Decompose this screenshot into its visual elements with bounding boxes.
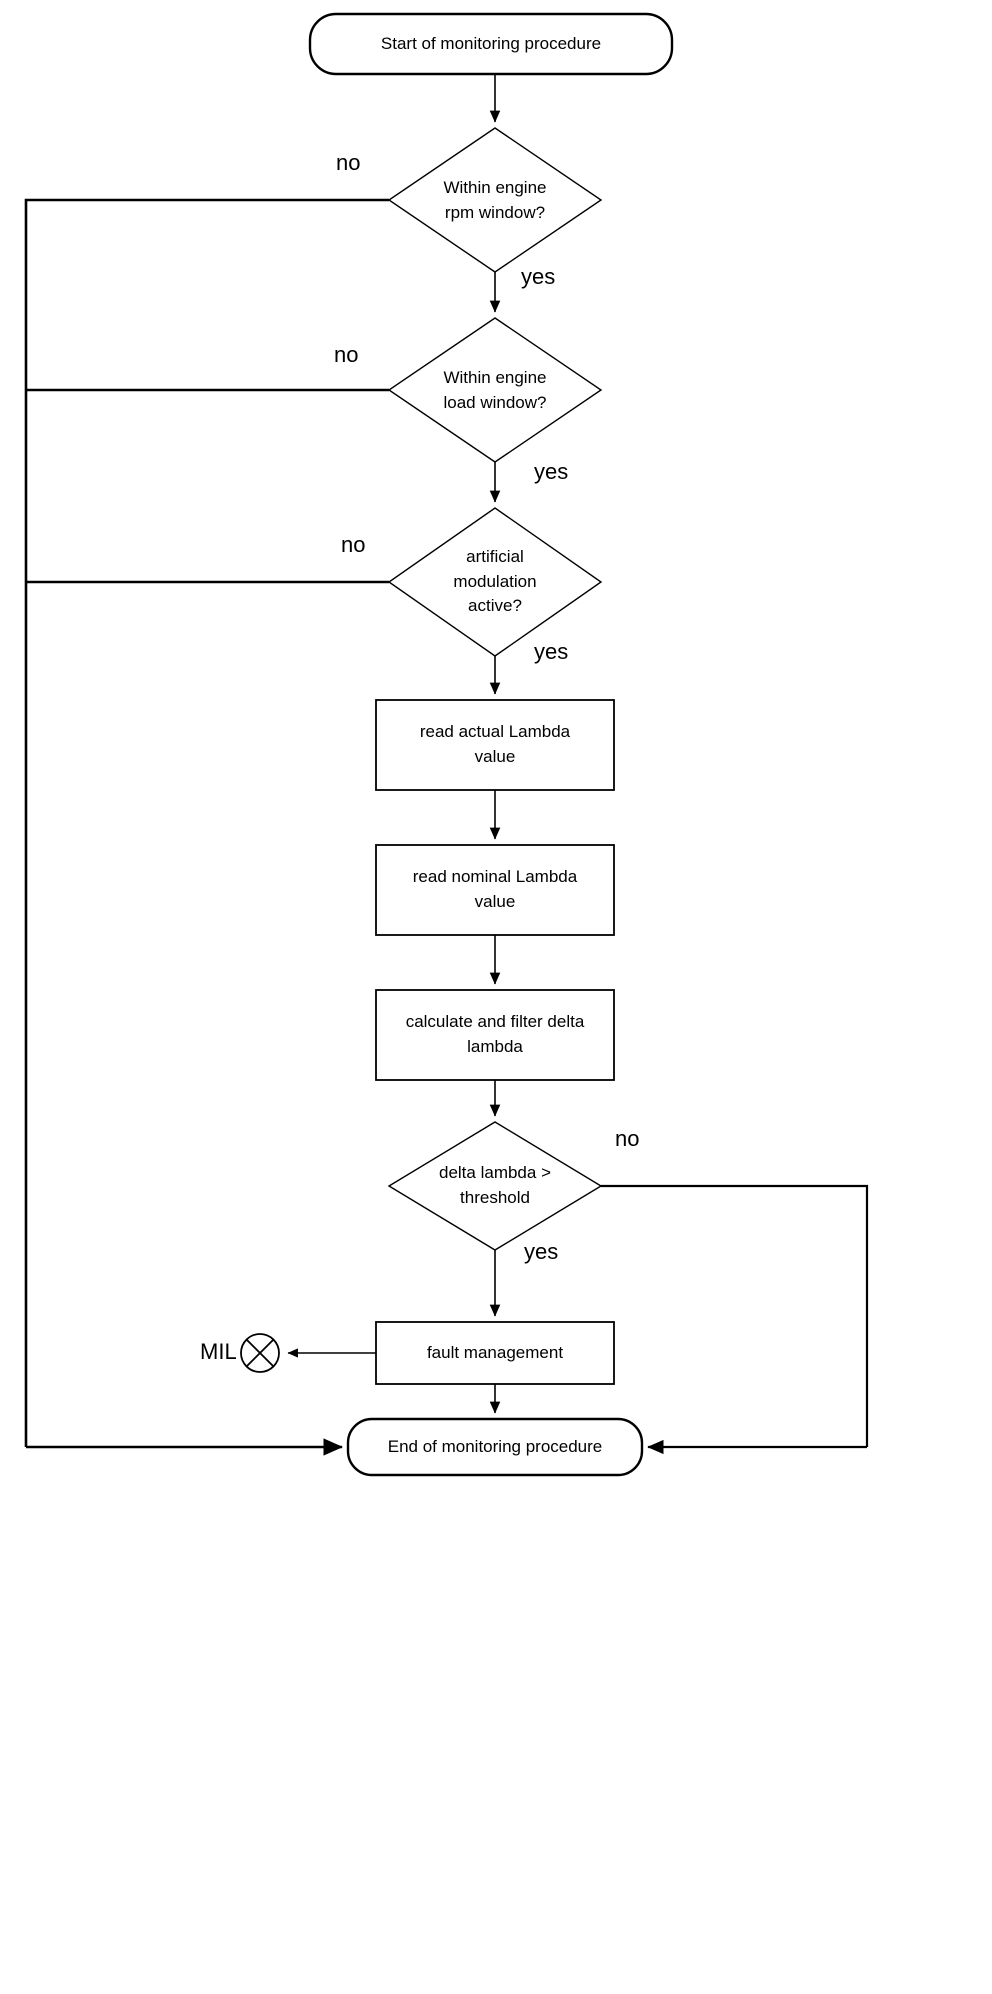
- edge-threshold-no-to-end: [601, 1184, 869, 1447]
- process-calculate-delta-lambda-shape: [375, 989, 615, 1081]
- decision-delta-threshold-shape: [387, 1121, 603, 1251]
- edge-label-load-no: no: [334, 342, 359, 367]
- edge-label-threshold-yes: yes: [524, 1239, 559, 1264]
- edge-label-rpm-yes: yes: [521, 264, 556, 289]
- decision-rpm-window-shape: [387, 127, 603, 273]
- edge-label-threshold-no: no: [615, 1126, 640, 1151]
- edge-label-load-yes: yes: [534, 459, 569, 484]
- process-read-nominal-lambda-shape: [375, 844, 615, 936]
- edge-label-modulation-yes: yes: [534, 639, 569, 664]
- mil-cross-stroke-2: [245, 1338, 275, 1368]
- edge-label-rpm-no: no: [336, 150, 361, 175]
- process-read-actual-lambda-shape: [375, 699, 615, 791]
- mil-label: MIL: [200, 1339, 237, 1364]
- end-node-shape: [346, 1417, 644, 1477]
- decision-load-window-shape: [387, 317, 603, 463]
- start-node-shape: [308, 12, 674, 76]
- edge-rpm-no-to-end: [24, 198, 389, 1447]
- process-fault-management-shape: [375, 1321, 615, 1385]
- decision-modulation-active-shape: [387, 507, 603, 657]
- edge-label-modulation-no: no: [341, 532, 366, 557]
